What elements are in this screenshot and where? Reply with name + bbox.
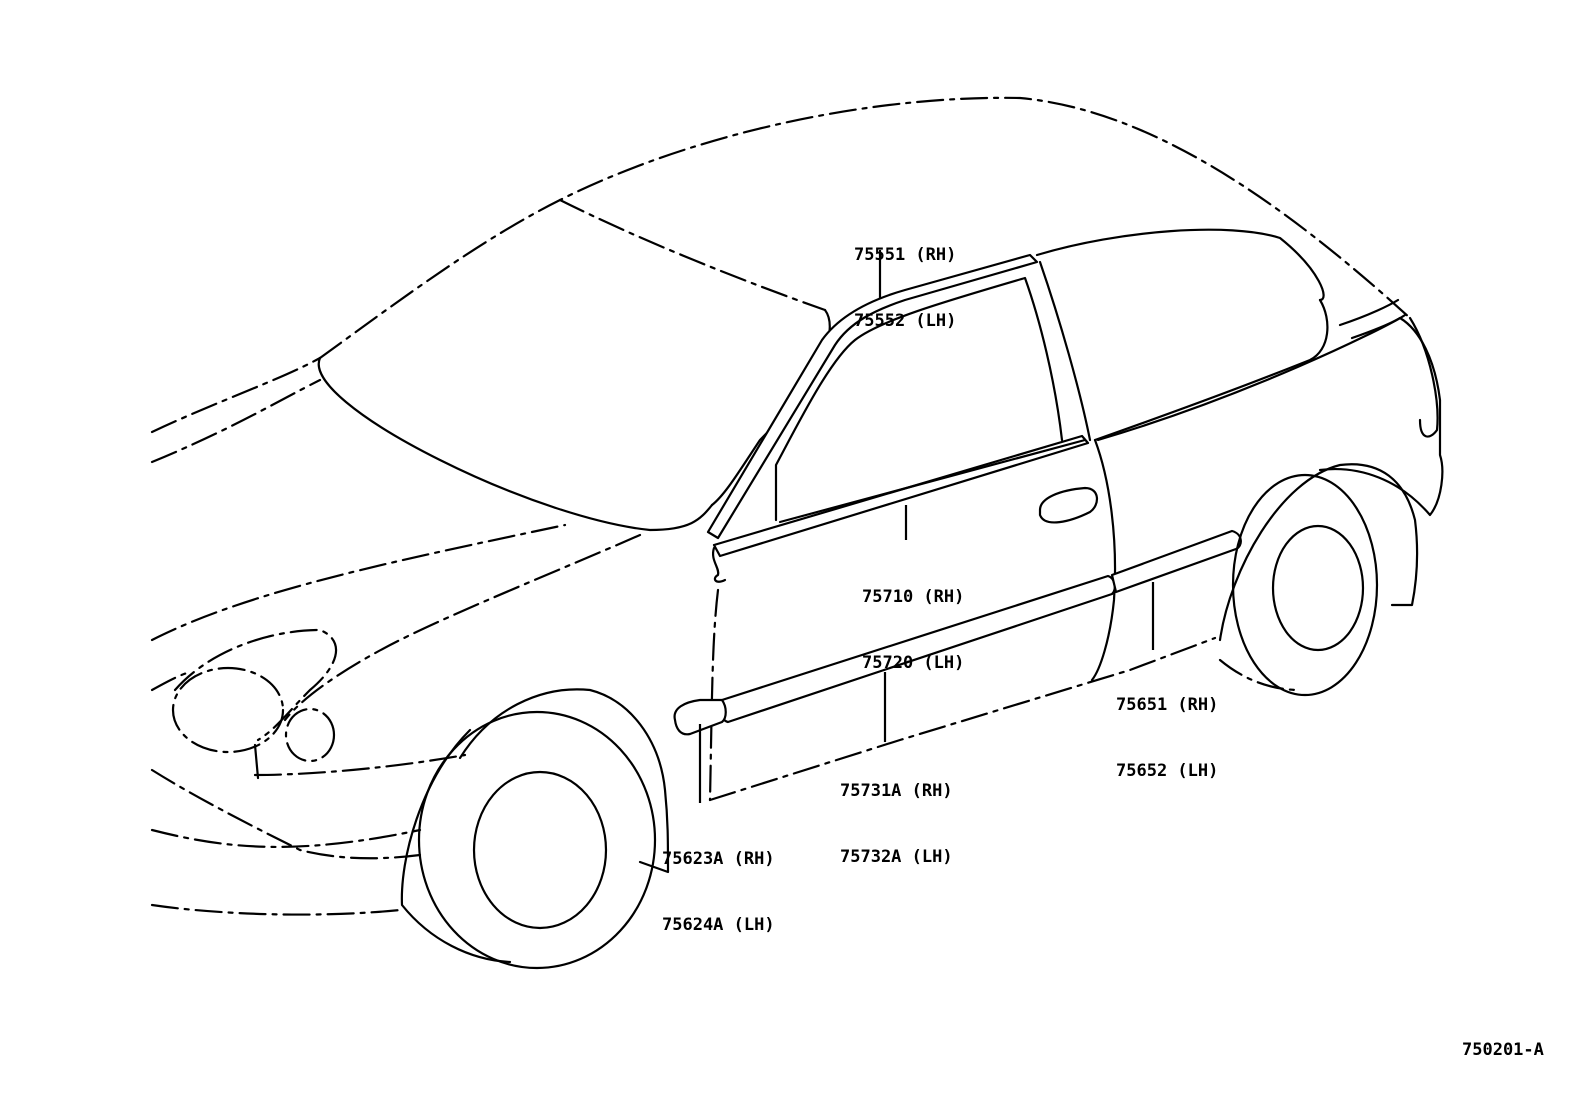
rear-tire [1231, 473, 1379, 697]
rear-wheel-arch [1218, 463, 1419, 642]
door-side-molding-callout: 75731A (RH) 75732A (LH) [840, 736, 953, 890]
hood-front-edge [150, 356, 322, 434]
a-pillar-outer [706, 253, 1039, 540]
rear-bumper [1096, 316, 1444, 517]
door-handle [1038, 486, 1098, 524]
windshield-lower-edge [317, 356, 714, 532]
front-bumper-face [253, 753, 467, 777]
belt-molding-rh: 75710 (RH) [862, 587, 965, 607]
fender-molding-callout: 75623A (RH) 75624A (LH) [662, 804, 775, 958]
bumper-lower [150, 828, 422, 849]
front-fender-molding [673, 698, 727, 736]
door-window-frame [774, 276, 1064, 522]
door-inner-belt [778, 438, 1087, 524]
rear-tail-accent [1338, 298, 1400, 327]
drip-rail-lh: 75552 (LH) [854, 311, 957, 331]
front-lower-sill [150, 903, 402, 916]
windshield-top-edge [558, 198, 827, 312]
rear-side-molding-lh: 75652 (LH) [1116, 761, 1219, 781]
drip-rail-callout: 75551 (RH) 75552 (LH) [854, 200, 956, 354]
hood-edge-line [150, 523, 567, 642]
door-leading-edge [708, 588, 720, 802]
bumper-line [150, 670, 192, 692]
door-side-molding-rh: 75731A (RH) [840, 781, 953, 801]
front-tire-shoulder [400, 728, 512, 964]
fender-top-line [283, 533, 642, 722]
belt-molding [712, 434, 1090, 558]
front-tire [417, 710, 657, 970]
rear-side-molding-callout: 75651 (RH) 75652 (LH) [1116, 650, 1218, 804]
roof-outline [318, 96, 1412, 360]
drip-rail-rh: 75551 (RH) [854, 245, 957, 265]
belt-molding-lh: 75720 (LH) [862, 653, 965, 673]
rocker-panel [708, 636, 1217, 802]
belt-molding-clip [712, 546, 727, 583]
door-side-molding-lh: 75732A (LH) [840, 847, 953, 867]
diagram-code: 750201-A [1462, 1040, 1544, 1060]
headlamp-housing [173, 628, 338, 742]
hood-crease [150, 378, 322, 464]
rear-quarter-line [1093, 298, 1329, 442]
fender-molding-lh: 75624A (LH) [662, 915, 775, 935]
rear-hatch-edge [1408, 316, 1439, 438]
front-wheel-arch [458, 688, 670, 874]
door-frame-rear [1038, 260, 1092, 442]
windshield-right-pillar [710, 308, 831, 507]
front-wheel [472, 770, 608, 930]
bumper-side [253, 743, 260, 780]
rear-side-molding-rh: 75651 (RH) [1116, 695, 1219, 715]
rear-side-molding [1110, 529, 1242, 594]
front-lower-body [150, 768, 422, 860]
fog-lamp [284, 707, 336, 763]
rear-tail-accent-2 [1350, 313, 1407, 340]
headlamp [171, 666, 285, 754]
fender-molding-rh: 75623A (RH) [662, 849, 775, 869]
belt-molding-callout: 75710 (RH) 75720 (LH) [862, 542, 964, 696]
rear-tire-lower [1218, 658, 1302, 692]
rear-wheel [1271, 524, 1365, 652]
rear-window [1035, 228, 1325, 302]
door-trailing-edge [1090, 438, 1117, 682]
